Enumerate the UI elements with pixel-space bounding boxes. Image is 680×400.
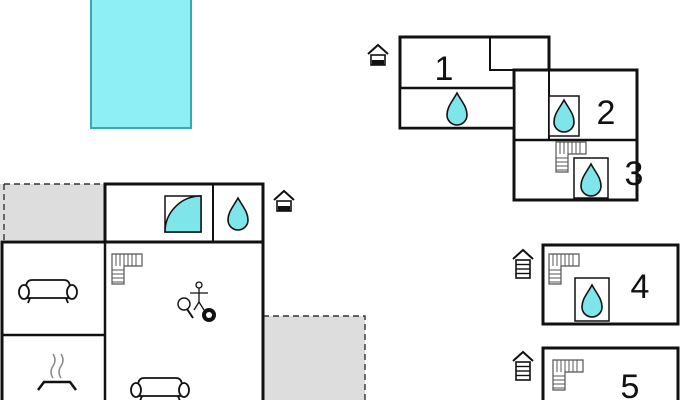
apartment-2-number: 2 — [597, 94, 616, 132]
terrace-right — [263, 316, 365, 400]
terrace-left — [0, 184, 105, 240]
apartment-1-number: 1 — [435, 50, 454, 88]
sofa-icon — [130, 377, 190, 400]
table-tennis-icon — [177, 297, 194, 319]
apartment-5-number: 5 — [621, 368, 640, 400]
house-entrance-icon — [512, 351, 534, 381]
apartment-4-number: 4 — [631, 268, 650, 306]
house-entrance-icon — [512, 249, 534, 279]
table-football-icon — [190, 281, 208, 311]
house-entrance-icon — [367, 44, 389, 66]
billiard-ball-icon — [202, 308, 216, 322]
apartment-3-number: 3 — [625, 155, 644, 193]
fireplace-icon — [37, 353, 77, 391]
main-house — [0, 182, 265, 400]
pool — [90, 0, 192, 129]
shower-icon — [164, 195, 202, 233]
house-entrance-icon — [273, 190, 295, 212]
